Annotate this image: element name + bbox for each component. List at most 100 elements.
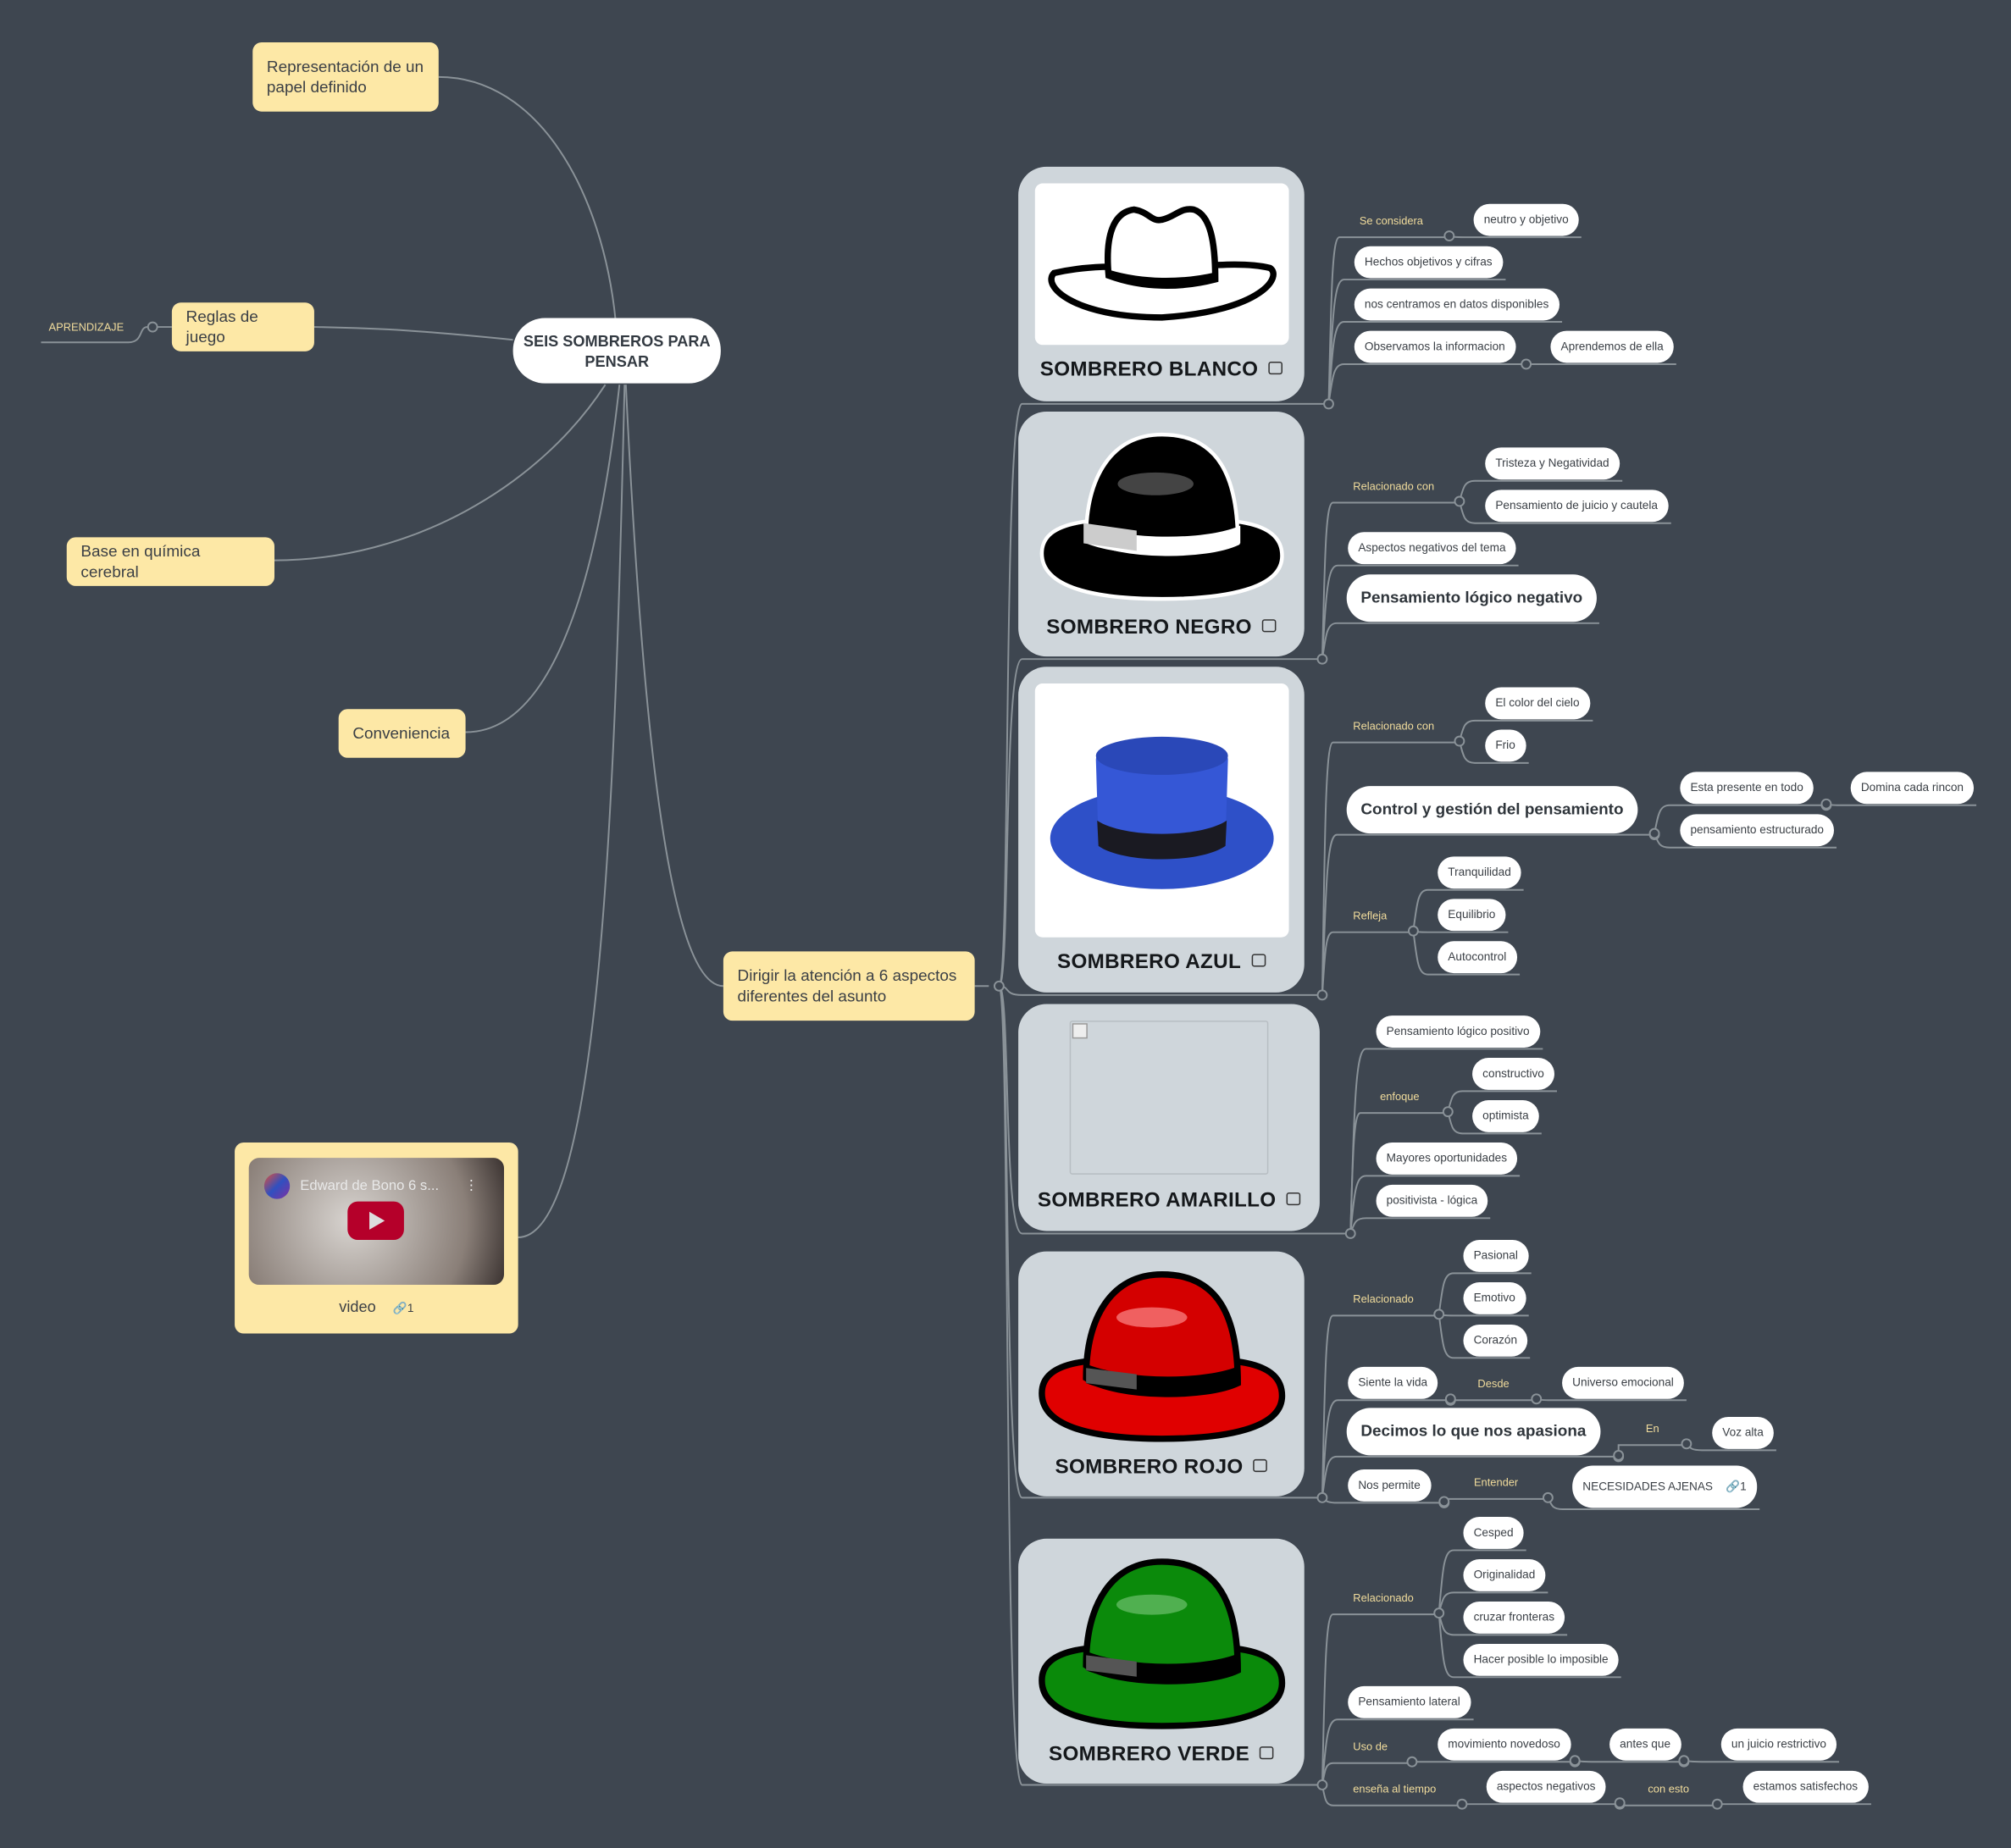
node-juicio-restrictivo[interactable]: un juicio restrictivo: [1720, 1728, 1837, 1761]
node-aspectos[interactable]: Aspectos negativos del tema: [1348, 532, 1516, 565]
collapse-toggle[interactable]: [1433, 1309, 1445, 1320]
node-voz-alta[interactable]: Voz alta: [1712, 1416, 1774, 1449]
node-aspectos-negativos[interactable]: aspectos negativos: [1486, 1770, 1606, 1803]
node-domina[interactable]: Domina cada rincon: [1850, 772, 1975, 805]
node-imposible[interactable]: Hacer posible lo imposible: [1463, 1643, 1619, 1676]
hat-card-amarillo[interactable]: SOMBRERO AMARILLO: [1018, 1004, 1320, 1231]
node-cielo[interactable]: El color del cielo: [1485, 687, 1590, 720]
node-juicio[interactable]: Pensamiento de juicio y cautela: [1485, 490, 1669, 523]
hat-card-negro[interactable]: SOMBRERO NEGRO: [1018, 411, 1305, 657]
collapse-toggle[interactable]: [993, 980, 1005, 992]
node-positivista[interactable]: positivista - lógica: [1376, 1184, 1488, 1217]
node-datos[interactable]: nos centramos en datos disponibles: [1354, 288, 1559, 321]
node-control[interactable]: Control y gestión del pensamiento: [1346, 786, 1638, 834]
collapse-toggle[interactable]: [1454, 495, 1465, 507]
node-logico-negativo[interactable]: Pensamiento lógico negativo: [1346, 574, 1597, 622]
node-presente[interactable]: Esta presente en todo: [1680, 772, 1814, 805]
node-antes-que[interactable]: antes que: [1609, 1728, 1681, 1761]
topic-dirigir[interactable]: Dirigir la atención a 6 aspectos diferen…: [723, 951, 975, 1021]
node-constructivo[interactable]: constructivo: [1472, 1058, 1555, 1090]
label-con-esto[interactable]: con esto: [1648, 1782, 1690, 1795]
collapse-toggle[interactable]: [1569, 1755, 1581, 1767]
topic-reglas[interactable]: Reglas de juego: [171, 302, 314, 351]
node-fronteras[interactable]: cruzar fronteras: [1463, 1601, 1565, 1634]
central-topic[interactable]: SEIS SOMBREROS PARA PENSAR: [512, 318, 721, 384]
node-neutro[interactable]: neutro y objetivo: [1473, 203, 1579, 236]
node-decimos[interactable]: Decimos lo que nos apasiona: [1346, 1408, 1601, 1456]
label-desde[interactable]: Desde: [1477, 1377, 1510, 1391]
label-en[interactable]: En: [1645, 1422, 1659, 1436]
more-icon[interactable]: ⋮: [464, 1178, 479, 1194]
collapse-toggle[interactable]: [1681, 1438, 1692, 1450]
collapse-toggle[interactable]: [1344, 1228, 1356, 1239]
node-equilibrio[interactable]: Equilibrio: [1438, 899, 1506, 932]
collapse-toggle[interactable]: [1323, 398, 1334, 410]
collapse-toggle[interactable]: [1406, 1756, 1418, 1768]
node-siente[interactable]: Siente la vida: [1348, 1366, 1438, 1399]
hat-card-rojo[interactable]: SOMBRERO ROJO: [1018, 1251, 1305, 1497]
collapse-toggle[interactable]: [147, 321, 158, 333]
label-refleja[interactable]: Refleja: [1353, 909, 1388, 922]
collapse-toggle[interactable]: [1433, 1607, 1445, 1619]
collapse-toggle[interactable]: [1316, 989, 1328, 1001]
node-pasional[interactable]: Pasional: [1463, 1240, 1528, 1272]
collapse-toggle[interactable]: [1531, 1393, 1543, 1405]
label-entender[interactable]: Entender: [1473, 1475, 1519, 1489]
collapse-toggle[interactable]: [1711, 1798, 1723, 1810]
topic-conveniencia[interactable]: Conveniencia: [338, 709, 466, 758]
node-autocontrol[interactable]: Autocontrol: [1438, 941, 1517, 974]
node-cesped[interactable]: Cesped: [1463, 1517, 1524, 1549]
node-universo[interactable]: Universo emocional: [1562, 1366, 1684, 1399]
link-icon[interactable]: 🔗1: [392, 1301, 414, 1314]
collapse-toggle[interactable]: [1443, 230, 1455, 242]
node-aprendemos[interactable]: Aprendemos de ella: [1550, 330, 1674, 363]
node-tranquilidad[interactable]: Tranquilidad: [1438, 856, 1521, 889]
label-ensena[interactable]: enseña al tiempo: [1353, 1782, 1437, 1795]
node-emotivo[interactable]: Emotivo: [1463, 1282, 1526, 1314]
node-satisfechos[interactable]: estamos satisfechos: [1742, 1770, 1869, 1803]
collapse-toggle[interactable]: [1316, 653, 1328, 665]
collapse-toggle[interactable]: [1438, 1496, 1450, 1508]
node-originalidad[interactable]: Originalidad: [1463, 1559, 1546, 1591]
node-movimiento[interactable]: movimiento novedoso: [1438, 1728, 1571, 1761]
node-frio[interactable]: Frio: [1485, 729, 1526, 762]
node-permite[interactable]: Nos permite: [1348, 1469, 1431, 1502]
hat-card-blanco[interactable]: SOMBRERO BLANCO: [1018, 166, 1305, 401]
topic-quimica[interactable]: Base en química cerebral: [66, 537, 274, 586]
node-positivo[interactable]: Pensamiento lógico positivo: [1376, 1015, 1540, 1048]
collapse-toggle[interactable]: [1820, 798, 1832, 810]
collapse-toggle[interactable]: [1407, 925, 1419, 937]
label-relacionado-con[interactable]: Relacionado con: [1353, 479, 1435, 493]
play-button[interactable]: [347, 1201, 404, 1241]
topic-representacion[interactable]: Representación de un papel definido: [252, 41, 439, 112]
node-corazon[interactable]: Corazón: [1463, 1324, 1528, 1357]
collapse-toggle[interactable]: [1521, 358, 1532, 370]
collapse-toggle[interactable]: [1456, 1798, 1468, 1810]
video-card[interactable]: Edward de Bono 6 s... ⋮ video 🔗1: [235, 1142, 518, 1334]
collapse-toggle[interactable]: [1613, 1449, 1625, 1461]
node-necesidades[interactable]: NECESIDADES AJENAS🔗1: [1572, 1465, 1757, 1508]
video-thumbnail[interactable]: Edward de Bono 6 s... ⋮: [248, 1158, 505, 1286]
link-icon[interactable]: 🔗1: [1726, 1480, 1747, 1493]
hat-card-verde[interactable]: SOMBRERO VERDE: [1018, 1538, 1305, 1784]
node-optimista[interactable]: optimista: [1472, 1100, 1539, 1132]
node-tristeza[interactable]: Tristeza y Negatividad: [1485, 447, 1620, 480]
collapse-toggle[interactable]: [1648, 827, 1660, 839]
label-relacionado[interactable]: Relacionado: [1353, 1591, 1414, 1605]
label-aprendizaje[interactable]: APRENDIZAJE: [48, 320, 125, 334]
node-observamos[interactable]: Observamos la informacion: [1354, 330, 1515, 363]
collapse-toggle[interactable]: [1542, 1491, 1554, 1503]
collapse-toggle[interactable]: [1442, 1106, 1454, 1118]
label-relacionado[interactable]: Relacionado: [1353, 1292, 1414, 1306]
node-lateral[interactable]: Pensamiento lateral: [1348, 1685, 1471, 1718]
hat-card-azul[interactable]: SOMBRERO AZUL: [1018, 667, 1305, 993]
node-oportunidades[interactable]: Mayores oportunidades: [1376, 1142, 1518, 1175]
label-se-considera[interactable]: Se considera: [1359, 213, 1423, 227]
collapse-toggle[interactable]: [1614, 1797, 1626, 1809]
collapse-toggle[interactable]: [1444, 1393, 1456, 1405]
collapse-toggle[interactable]: [1454, 735, 1465, 747]
label-enfoque[interactable]: enfoque: [1380, 1089, 1420, 1104]
label-uso-de[interactable]: Uso de: [1353, 1740, 1388, 1753]
node-hechos[interactable]: Hechos objetivos y cifras: [1354, 246, 1503, 279]
collapse-toggle[interactable]: [1316, 1491, 1328, 1503]
